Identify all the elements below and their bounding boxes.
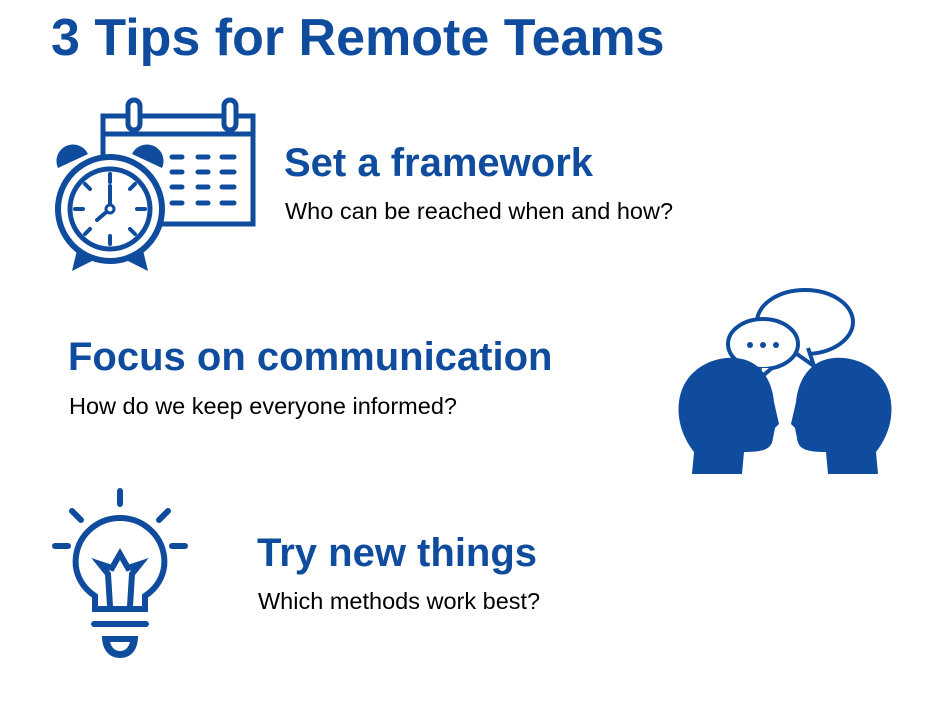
lightbulb-icon <box>52 488 188 658</box>
tip-heading: Focus on communication <box>68 335 553 379</box>
two-heads-speech-bubbles-icon <box>678 288 892 474</box>
tip-subtitle: Who can be reached when and how? <box>285 198 674 224</box>
tip-heading: Set a framework <box>284 141 594 185</box>
tip-heading: Try new things <box>257 531 538 575</box>
tip-subtitle: Which methods work best? <box>258 588 541 614</box>
alarm-clock-calendar-icon <box>55 97 256 271</box>
page-title: 3 Tips for Remote Teams <box>51 9 665 67</box>
tip-subtitle: How do we keep everyone informed? <box>69 393 457 419</box>
